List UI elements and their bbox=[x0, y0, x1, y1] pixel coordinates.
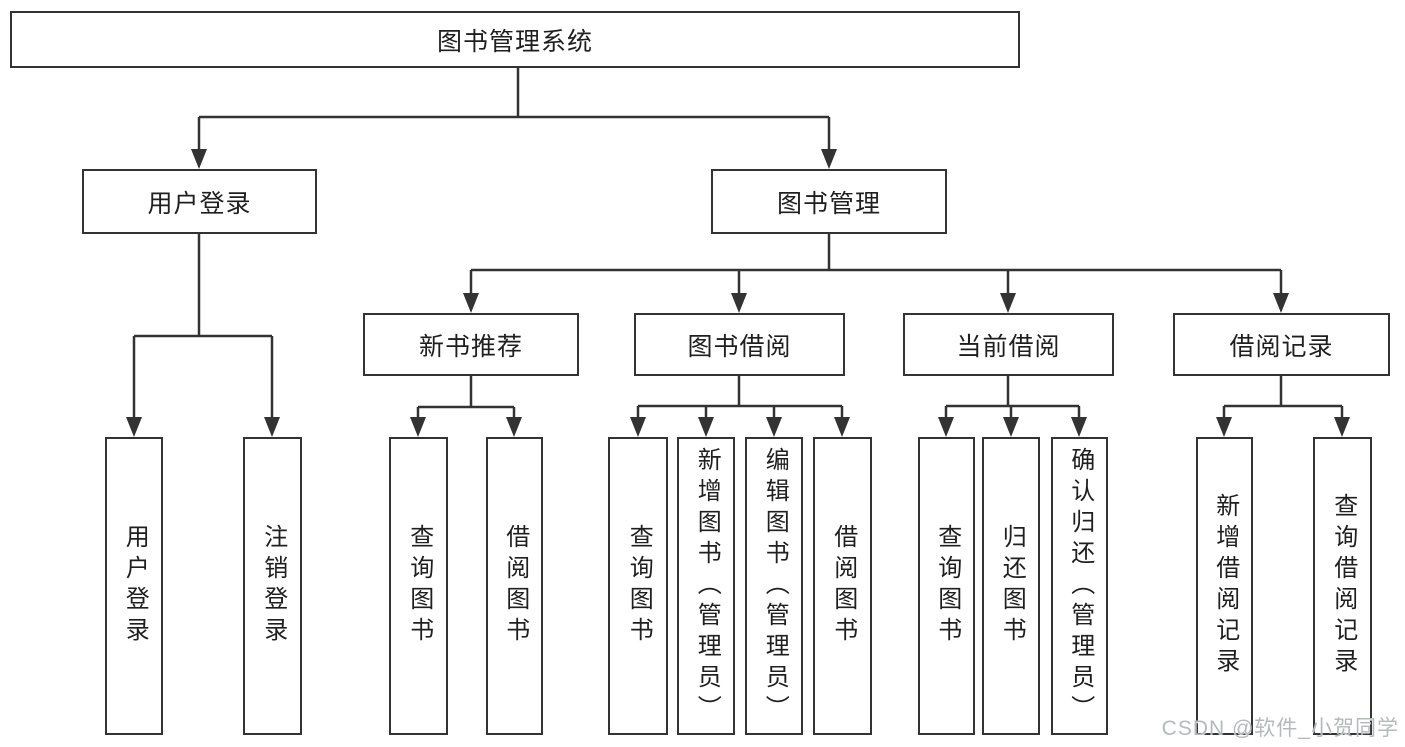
leaf-label: 查询借阅记录 bbox=[1329, 493, 1357, 679]
edges-new-book-recommend-to-leaves bbox=[410, 376, 522, 437]
leaf-label: 新增借阅记录 bbox=[1211, 493, 1239, 679]
leaf-label: 查询图书 bbox=[405, 524, 433, 648]
leaf-label: 查询图书 bbox=[625, 524, 653, 648]
leaf-label: 确认归还（管理员） bbox=[1066, 446, 1094, 726]
leaf-add-borrow-record: 新增借阅记录 bbox=[1196, 437, 1253, 735]
edges-book-management-to-level3 bbox=[463, 234, 1289, 313]
leaf-query-borrow-record: 查询借阅记录 bbox=[1313, 437, 1372, 735]
edges-current-borrow-to-leaves bbox=[938, 376, 1087, 437]
leaf-query-books-recommend: 查询图书 bbox=[389, 437, 448, 735]
leaf-label: 编辑图书（管理员） bbox=[761, 446, 789, 726]
leaf-label: 新增图书（管理员） bbox=[693, 446, 721, 726]
leaf-user-login: 用户登录 bbox=[105, 437, 163, 735]
leaf-label: 归还图书 bbox=[998, 524, 1026, 648]
leaf-add-books-admin: 新增图书（管理员） bbox=[677, 437, 735, 735]
leaf-confirm-return-admin: 确认归还（管理员） bbox=[1051, 437, 1108, 735]
edges-user-login-to-leaves bbox=[126, 234, 280, 437]
node-borrow-record: 借阅记录 bbox=[1173, 313, 1390, 376]
leaf-label: 注销登录 bbox=[259, 524, 287, 648]
leaf-label: 借阅图书 bbox=[829, 524, 857, 648]
node-book-management: 图书管理 bbox=[711, 169, 947, 234]
csdn-watermark: CSDN @软件_小贺同学 bbox=[1161, 717, 1399, 740]
node-root-system: 图书管理系统 bbox=[10, 11, 1020, 68]
leaf-label: 用户登录 bbox=[121, 524, 149, 648]
leaf-return-books: 归还图书 bbox=[982, 437, 1040, 735]
edges-root-to-level2 bbox=[191, 68, 837, 169]
leaf-label: 借阅图书 bbox=[501, 524, 529, 648]
leaf-edit-books-admin: 编辑图书（管理员） bbox=[745, 437, 803, 735]
node-user-login: 用户登录 bbox=[82, 169, 317, 234]
leaf-logout: 注销登录 bbox=[243, 437, 302, 735]
leaf-query-books-current: 查询图书 bbox=[918, 437, 975, 735]
leaf-query-books-borrow: 查询图书 bbox=[608, 437, 668, 735]
node-new-book-recommend: 新书推荐 bbox=[363, 313, 579, 376]
node-book-borrow: 图书借阅 bbox=[634, 313, 845, 376]
leaf-borrow-books: 借阅图书 bbox=[813, 437, 872, 735]
leaf-borrow-books-recommend: 借阅图书 bbox=[486, 437, 543, 735]
node-current-borrow: 当前借阅 bbox=[903, 313, 1114, 376]
edges-book-borrow-to-leaves bbox=[630, 376, 850, 437]
leaf-label: 查询图书 bbox=[933, 524, 961, 648]
edges-borrow-record-to-leaves bbox=[1216, 376, 1350, 437]
